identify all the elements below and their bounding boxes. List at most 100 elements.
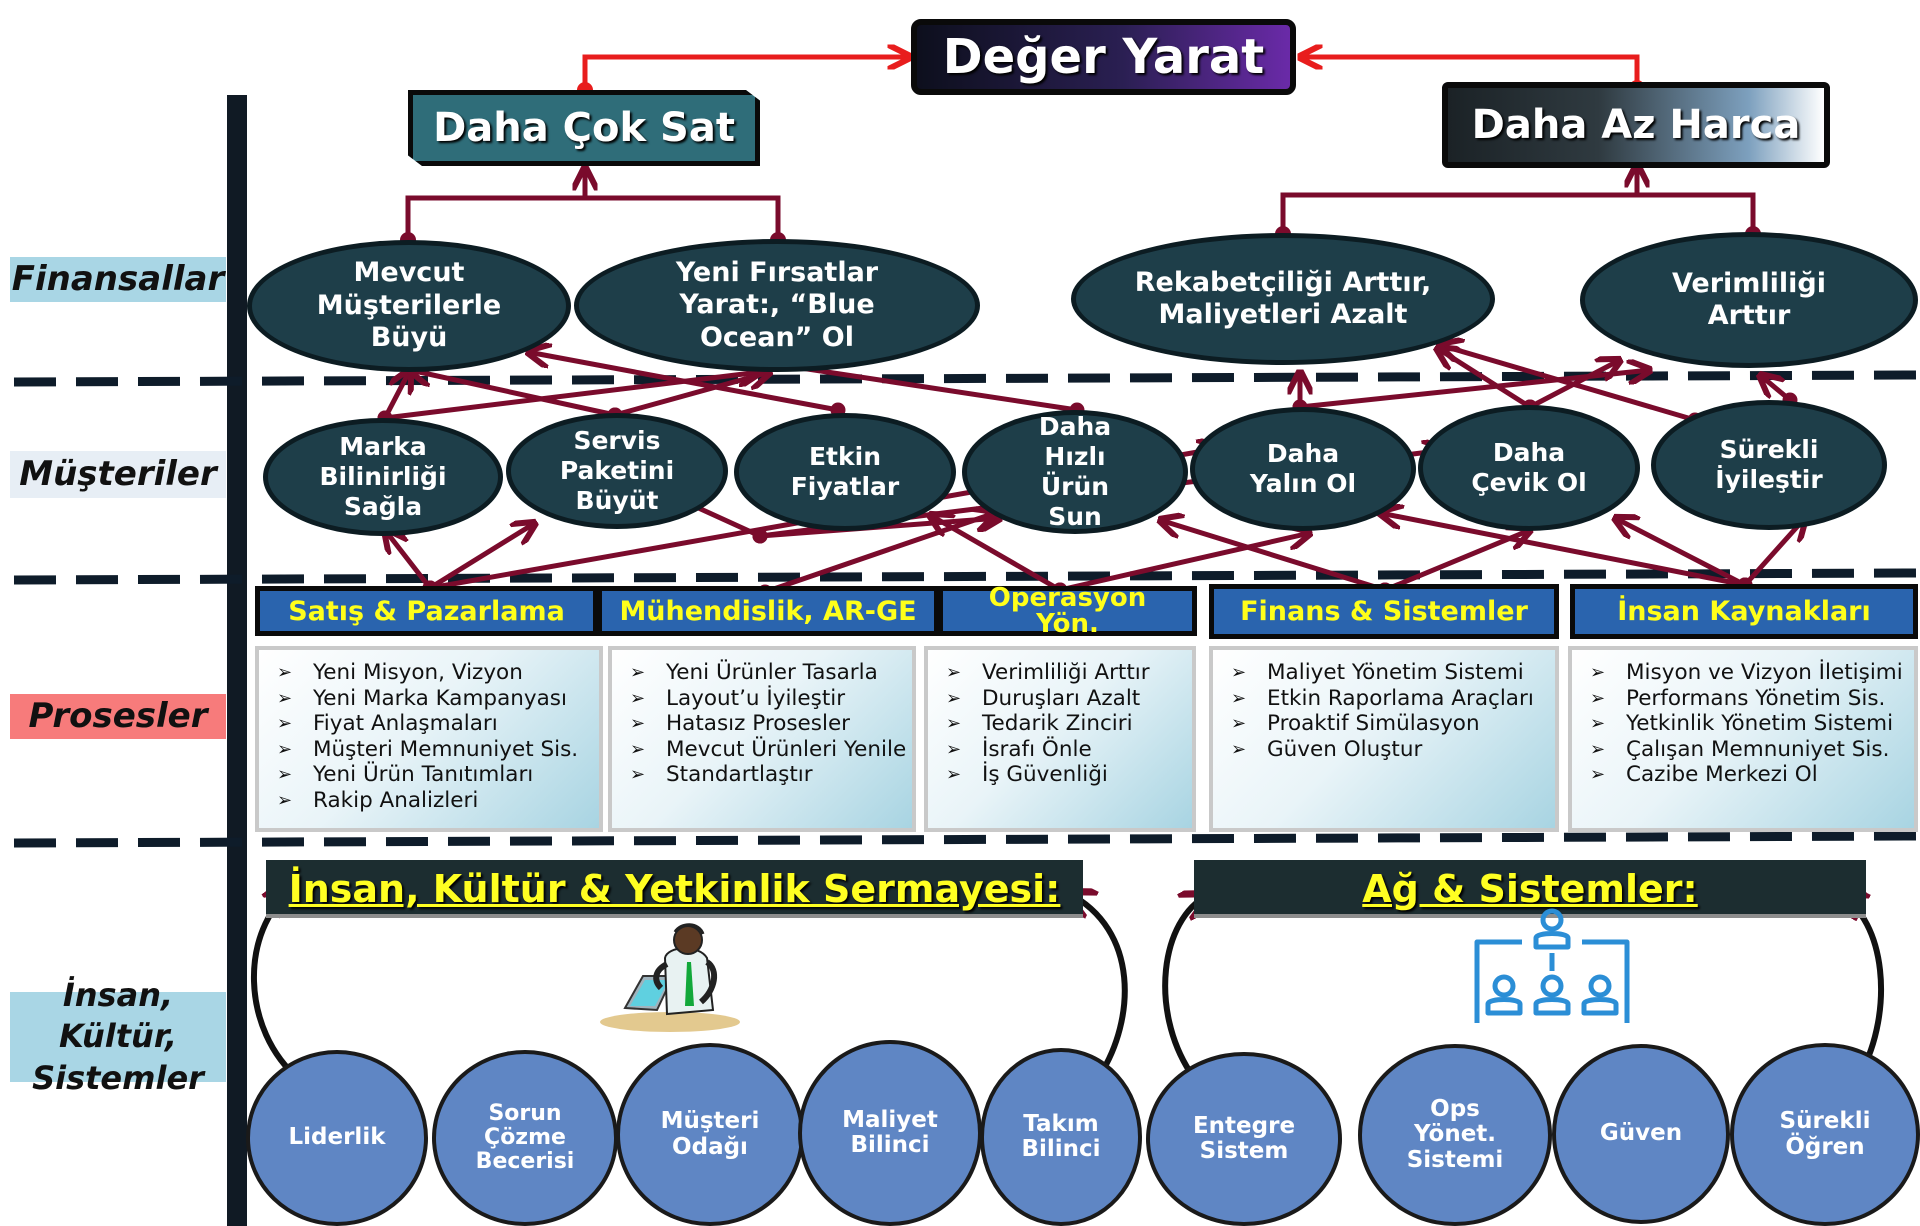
task-list: Misyon ve Vizyon İletişimi Performans Yö… <box>1590 660 1914 788</box>
customer-objective-label: Daha Çevik Ol <box>1471 438 1587 497</box>
top-connectors <box>582 57 1640 90</box>
financial-objective-competitiveness: Rekabetçiliği Arttır, Maliyetleri Azalt <box>1071 233 1495 365</box>
department-header-finance: Finans & Sistemler <box>1209 584 1559 639</box>
task-item: Cazibe Merkezi Ol <box>1590 762 1914 788</box>
customer-objective-pricing: Etkin Fiyatlar <box>734 413 956 531</box>
customer-objective-label: Servis Paketini Büyüt <box>559 426 675 515</box>
capability-label: Liderlik <box>288 1124 386 1151</box>
task-item: Yeni Marka Kampanyası <box>277 686 599 712</box>
financial-objective-label: Yeni Fırsatlar Yarat:, “Blue Ocean” Ol <box>675 256 879 353</box>
department-header-operations: Operasyon Yön. <box>938 583 1197 639</box>
task-item: Yeni Ürünler Tasarla <box>630 660 912 686</box>
row-label-people: İnsan, Kültür, Sistemler <box>10 976 226 1097</box>
customer-objective-continuous-improvement: Sürekli İyileştir <box>1651 400 1887 530</box>
goal-title: Değer Yarat <box>942 29 1265 85</box>
task-list: Yeni Ürünler Tasarla Layout’u İyileştir … <box>630 660 912 788</box>
network-systems-banner: Ağ & Sistemler: <box>1194 860 1866 918</box>
customer-objective-label: Daha Hızlı Ürün Sun <box>1038 412 1112 531</box>
finance-junction-dots <box>400 226 1761 248</box>
capability-customer-focus: Müşteri Odağı <box>616 1043 804 1226</box>
department-name: Operasyon Yön. <box>988 583 1147 639</box>
capability-leadership: Liderlik <box>246 1050 428 1226</box>
financial-objective-existing-customers: Mevcut Müşterilerle Büyü <box>247 240 571 372</box>
task-item: İsrafı Önle <box>946 737 1192 763</box>
task-item: Tedarik Zinciri <box>946 711 1192 737</box>
department-panel-engineering: Yeni Ürünler Tasarla Layout’u İyileştir … <box>608 646 916 832</box>
capability-continuous-learning: Sürekli Öğren <box>1730 1043 1920 1226</box>
department-header-engineering: Mühendislik, AR-GE <box>597 586 939 636</box>
vertical-divider <box>227 95 247 1226</box>
org-chart-icon <box>1474 908 1630 1023</box>
department-panel-sales: Yeni Misyon, Vizyon Yeni Marka Kampanyas… <box>255 646 603 832</box>
task-item: Yeni Misyon, Vizyon <box>277 660 599 686</box>
capability-label: Sürekli Öğren <box>1779 1108 1871 1160</box>
capability-problem-solving: Sorun Çözme Becerisi <box>432 1050 618 1226</box>
task-item: Proaktif Simülasyon <box>1231 711 1555 737</box>
capability-label: Müşteri Odağı <box>660 1108 760 1160</box>
sell-more-title: Daha Çok Sat <box>433 105 735 151</box>
customer-objective-lean: Daha Yalın Ol <box>1190 407 1416 531</box>
task-list: Maliyet Yönetim Sistemi Etkin Raporlama … <box>1231 660 1555 762</box>
task-item: Etkin Raporlama Araçları <box>1231 686 1555 712</box>
task-list: Verimliliği Arttır Duruşları Azalt Tedar… <box>946 660 1192 788</box>
row-label-financial: Finansallar <box>10 257 226 302</box>
department-header-hr: İnsan Kaynakları <box>1570 584 1918 639</box>
capability-trust: Güven <box>1552 1044 1730 1224</box>
spend-less-header: Daha Az Harca <box>1442 82 1830 168</box>
task-list: Yeni Misyon, Vizyon Yeni Marka Kampanyas… <box>277 660 599 813</box>
task-item: Mevcut Ürünleri Yenile <box>630 737 912 763</box>
customer-objective-label: Marka Bilinirliği Sağla <box>319 432 447 521</box>
human-capital-banner: İnsan, Kültür & Yetkinlik Sermayesi: <box>266 860 1083 918</box>
task-item: Performans Yönetim Sis. <box>1590 686 1914 712</box>
financial-objective-productivity: Verimliliği Arttır <box>1580 232 1918 368</box>
department-header-sales: Satış & Pazarlama <box>255 586 598 636</box>
human-capital-title: İnsan, Kültür & Yetkinlik Sermayesi: <box>288 867 1061 911</box>
spend-less-title: Daha Az Harca <box>1471 102 1801 148</box>
financial-objective-label: Verimliliği Arttır <box>1671 267 1827 331</box>
task-item: Misyon ve Vizyon İletişimi <box>1590 660 1914 686</box>
financial-objective-label: Mevcut Müşterilerle Büyü <box>316 257 502 354</box>
task-item: Maliyet Yönetim Sistemi <box>1231 660 1555 686</box>
task-item: Rakip Analizleri <box>277 788 599 814</box>
goal-header: Değer Yarat <box>911 19 1296 95</box>
customer-objective-service-package: Servis Paketini Büyüt <box>506 413 728 529</box>
task-item: Layout’u İyileştir <box>630 686 912 712</box>
department-panel-operations: Verimliliği Arttır Duruşları Azalt Tedar… <box>924 646 1196 832</box>
capability-label: Entegre Sistem <box>1192 1112 1296 1164</box>
customer-objective-agile: Daha Çevik Ol <box>1418 405 1640 531</box>
capability-integrated-system: Entegre Sistem <box>1146 1052 1342 1226</box>
finance-connectors <box>405 165 1756 240</box>
customer-objective-faster-product: Daha Hızlı Ürün Sun <box>962 410 1188 534</box>
capability-label: Maliyet Bilinci <box>842 1106 938 1158</box>
row-label-customers: Müşteriler <box>10 451 226 498</box>
task-item: Standartlaştır <box>630 762 912 788</box>
department-name: Satış & Pazarlama <box>288 595 565 627</box>
department-name: İnsan Kaynakları <box>1617 596 1871 627</box>
financial-objective-new-opportunities: Yeni Fırsatlar Yarat:, “Blue Ocean” Ol <box>574 239 980 372</box>
task-item: Hatasız Prosesler <box>630 711 912 737</box>
customer-objective-brand: Marka Bilinirliği Sağla <box>263 418 503 536</box>
capability-label: Takım Bilinci <box>1021 1110 1101 1162</box>
capability-label: Güven <box>1599 1120 1683 1147</box>
network-systems-title: Ağ & Sistemler: <box>1362 867 1698 911</box>
task-item: Müşteri Memnuniyet Sis. <box>277 737 599 763</box>
task-item: Verimliliği Arttır <box>946 660 1192 686</box>
task-item: Çalışan Memnuniyet Sis. <box>1590 737 1914 763</box>
task-item: Yeni Ürün Tanıtımları <box>277 762 599 788</box>
task-item: Duruşları Azalt <box>946 686 1192 712</box>
worker-at-computer-icon <box>600 923 740 1032</box>
task-item: Fiyat Anlaşmaları <box>277 711 599 737</box>
department-panel-finance: Maliyet Yönetim Sistemi Etkin Raporlama … <box>1209 646 1559 832</box>
capability-team-awareness: Takım Bilinci <box>980 1048 1142 1226</box>
customer-objective-label: Sürekli İyileştir <box>1715 435 1823 494</box>
customer-objective-label: Daha Yalın Ol <box>1249 439 1357 498</box>
capability-label: Ops Yönet. Sistemi <box>1406 1096 1504 1173</box>
row-label-processes: Prosesler <box>10 694 226 739</box>
task-item: İş Güvenliği <box>946 762 1192 788</box>
task-item: Güven Oluştur <box>1231 737 1555 763</box>
capability-ops-management: Ops Yönet. Sistemi <box>1358 1044 1552 1226</box>
capability-label: Sorun Çözme Becerisi <box>475 1100 575 1175</box>
financial-objective-label: Rekabetçiliği Arttır, Maliyetleri Azalt <box>1134 266 1432 330</box>
sell-more-header: Daha Çok Sat <box>408 90 760 166</box>
